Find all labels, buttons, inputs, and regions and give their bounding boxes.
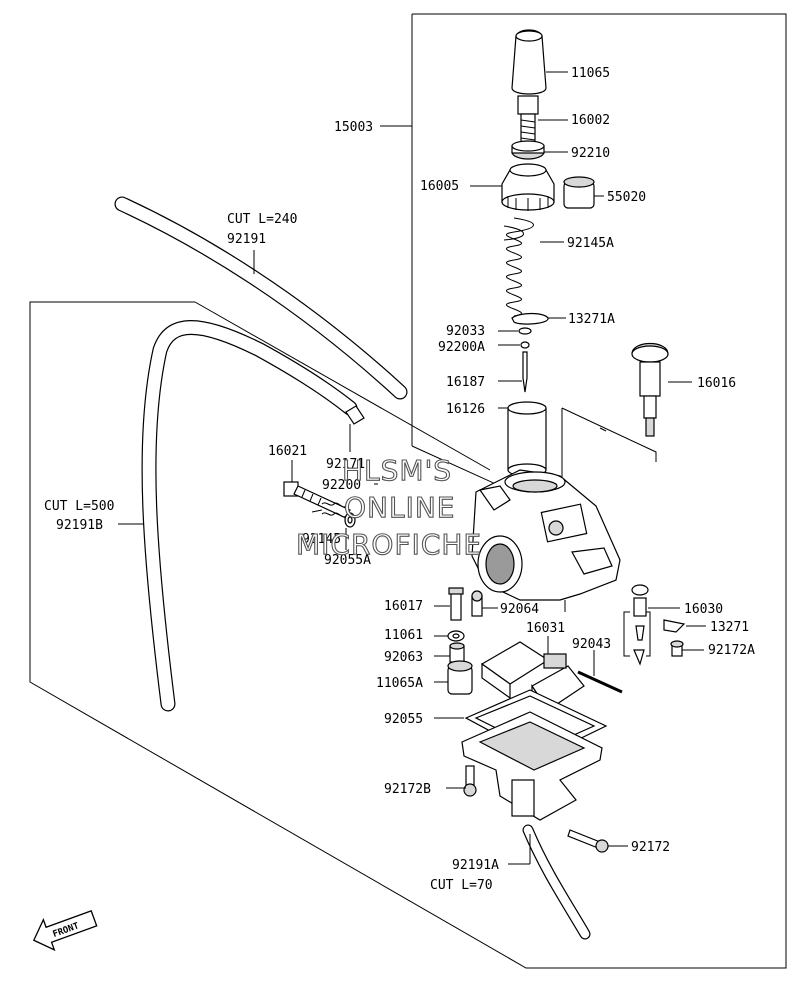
watermark-line-3: MICROFICHE (296, 528, 482, 561)
label-92200A: 92200A (438, 340, 485, 355)
top-cap-16005 (501, 163, 555, 211)
label-16017: 16017 (384, 599, 423, 614)
label-92172: 92172 (631, 840, 670, 855)
label-11065A: 11065A (376, 676, 423, 691)
float-bowl (461, 711, 603, 821)
label-13271A: 13271A (568, 312, 615, 327)
screw-92172B (463, 765, 477, 797)
carburetor-body (471, 469, 621, 612)
label-92043: 92043 (572, 637, 611, 652)
label-cut-500: CUT L=500 (44, 499, 114, 514)
part-16030 (631, 584, 649, 666)
cap-11065 (511, 29, 547, 95)
hose-92191 (114, 196, 408, 400)
label-92145: 92145 (302, 532, 341, 547)
label-11061: 11061 (384, 628, 423, 643)
pin-92043 (577, 670, 623, 694)
watermark-line-2: ONLINE (344, 491, 455, 524)
clamp-92171 (345, 405, 365, 425)
label-11065: 11065 (571, 66, 610, 81)
jet-92064 (471, 590, 483, 617)
label-16030: 16030 (684, 602, 723, 617)
label-55020: 55020 (607, 190, 646, 205)
ring-92200A (520, 341, 530, 349)
cap-55020 (563, 176, 595, 209)
label-92063: 92063 (384, 650, 423, 665)
clip-92033 (518, 327, 532, 335)
label-16021: 16021 (268, 444, 307, 459)
label-92191A: 92191A (452, 858, 499, 873)
label-cut-240: CUT L=240 (227, 212, 297, 227)
label-16126: 16126 (446, 402, 485, 417)
label-16031: 16031 (526, 621, 565, 636)
label-92191B: 92191B (56, 518, 103, 533)
label-cut-70: CUT L=70 (430, 878, 493, 893)
label-92055A: 92055A (324, 553, 371, 568)
label-92033: 92033 (446, 324, 485, 339)
label-92210: 92210 (571, 146, 610, 161)
watermark-line-1: HLSM'S (342, 454, 452, 487)
needle-16187 (522, 351, 528, 393)
leader-lines (118, 71, 706, 865)
label-16016: 16016 (697, 376, 736, 391)
label-16002: 16002 (571, 113, 610, 128)
assembly-frame (29, 13, 787, 969)
hose-92191B (141, 320, 358, 712)
label-92191: 92191 (227, 232, 266, 247)
jet-16017 (448, 587, 464, 621)
screw-92172A (670, 640, 684, 657)
watermark: HLSM'S ONLINE MICROFICHE (295, 453, 482, 561)
adjuster-16002 (517, 95, 539, 143)
label-92145A: 92145A (567, 236, 614, 251)
label-92171: 92171 (326, 457, 365, 472)
starter-16016 (631, 342, 669, 437)
label-92064: 92064 (500, 602, 539, 617)
screw-16021 (283, 481, 351, 519)
label-92055: 92055 (384, 712, 423, 727)
clip-13271A (511, 312, 549, 325)
label-16187: 16187 (446, 375, 485, 390)
jet-92063 (449, 642, 465, 663)
spring-92145A (503, 217, 534, 317)
washer-11061 (447, 630, 465, 642)
nut-92210 (511, 140, 545, 160)
label-92200: 92200 (322, 478, 361, 493)
label-16005: 16005 (420, 179, 459, 194)
label-13271: 13271 (710, 620, 749, 635)
label-92172A: 92172A (708, 643, 755, 658)
front-arrow: FRONT (32, 910, 98, 952)
cap-11065A (447, 660, 473, 695)
throttle-valve-16126 (507, 401, 547, 477)
label-92172B: 92172B (384, 782, 431, 797)
clip-13271 (663, 619, 686, 633)
screw-92172 (567, 829, 609, 853)
ring-92055A (344, 512, 356, 528)
label-15003: 15003 (334, 120, 373, 135)
spring-92145 (321, 502, 347, 518)
hose-92191A (522, 824, 591, 940)
part-labels: 11065 16002 92210 15003 16005 55020 9214… (44, 66, 755, 893)
